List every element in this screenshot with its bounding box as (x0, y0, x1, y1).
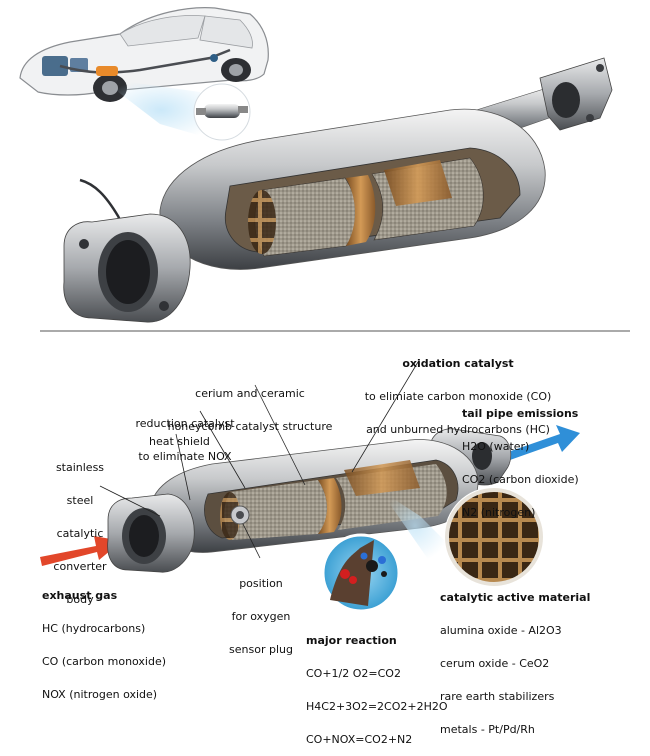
exhaust-gas-label: exhaust gas HC (hydrocarbons) CO (carbon… (42, 589, 167, 701)
stainless-body-label: stainless steel catalytic converter body (53, 461, 107, 606)
heat-shield-label: heat shield (149, 435, 210, 448)
tail-pipe-emissions-label: tail pipe emissions H2O (water) CO2 (car… (462, 407, 579, 519)
car-illustration (19, 7, 269, 102)
highlight-beam (100, 78, 222, 142)
molecule-zoom (321, 533, 401, 613)
cerium-ceramic-label: cerium and ceramic honeycomb catalyst st… (167, 387, 333, 433)
leader-lines (99, 361, 419, 559)
converter-diagram (107, 428, 512, 573)
diagram-artwork (19, 7, 630, 613)
outflow-arrow (508, 425, 580, 460)
converter-thumbnail (193, 83, 251, 141)
honeycomb-zoom (444, 487, 544, 587)
converter-cutaway (63, 57, 613, 323)
inflow-arrow (40, 536, 122, 566)
catalytic-active-material-label: catalytic active material alumina oxide … (440, 591, 591, 736)
oxygen-sensor-label: position for oxygen sensor plug (229, 577, 293, 656)
reduction-catalyst-label: reduction catalyst to eliminate NOX (135, 417, 235, 463)
major-reaction-label: major reaction CO+1/2 O2=CO2 H4C2+3O2=2C… (306, 634, 448, 746)
oxidation-catalyst-label: oxidation catalyst to elimiate carbon mo… (364, 357, 552, 436)
